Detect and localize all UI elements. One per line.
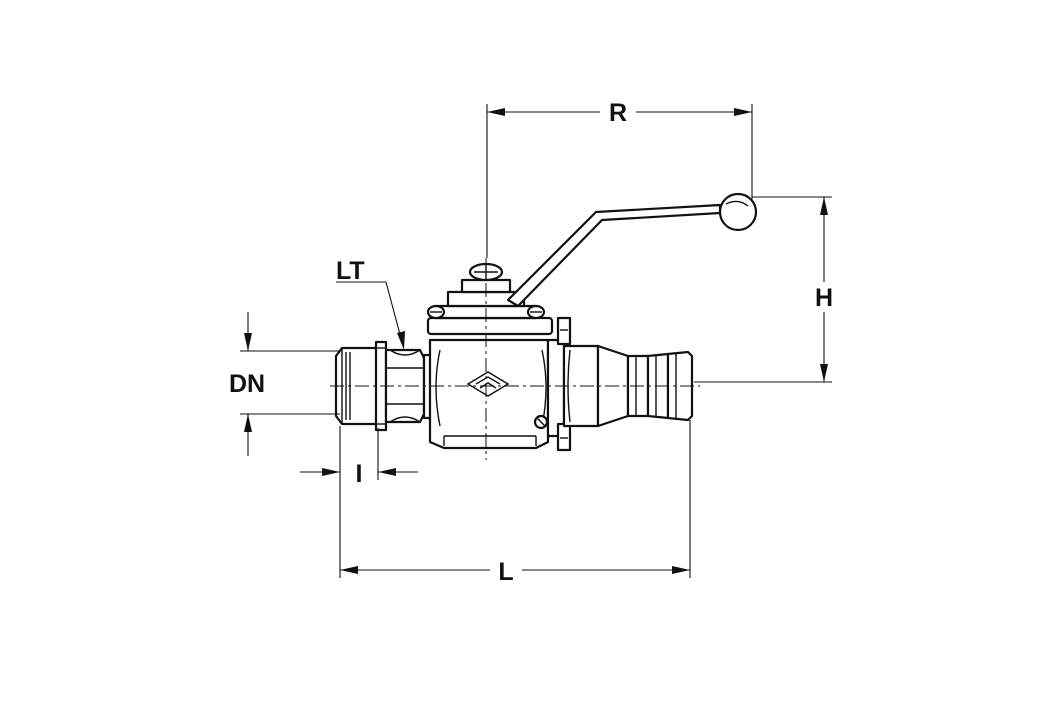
dn-dimension: DN: [229, 312, 340, 456]
lt-leader: LT: [336, 257, 405, 350]
dn-label: DN: [229, 370, 265, 398]
i-label: I: [356, 460, 363, 488]
l-dimension: L: [340, 420, 691, 586]
ball-valve: [330, 192, 758, 460]
h-dimension: H: [694, 196, 833, 383]
i-dimension: I: [300, 426, 418, 578]
bonnet: [426, 262, 554, 336]
h-label: H: [815, 284, 833, 312]
l-label: L: [498, 558, 513, 586]
union-coupling: [546, 316, 600, 452]
r-dimension: R: [486, 99, 753, 258]
lever-handle: [506, 192, 758, 308]
valve-body: [428, 338, 550, 450]
lt-label: LT: [336, 257, 365, 285]
r-label: R: [609, 99, 627, 127]
